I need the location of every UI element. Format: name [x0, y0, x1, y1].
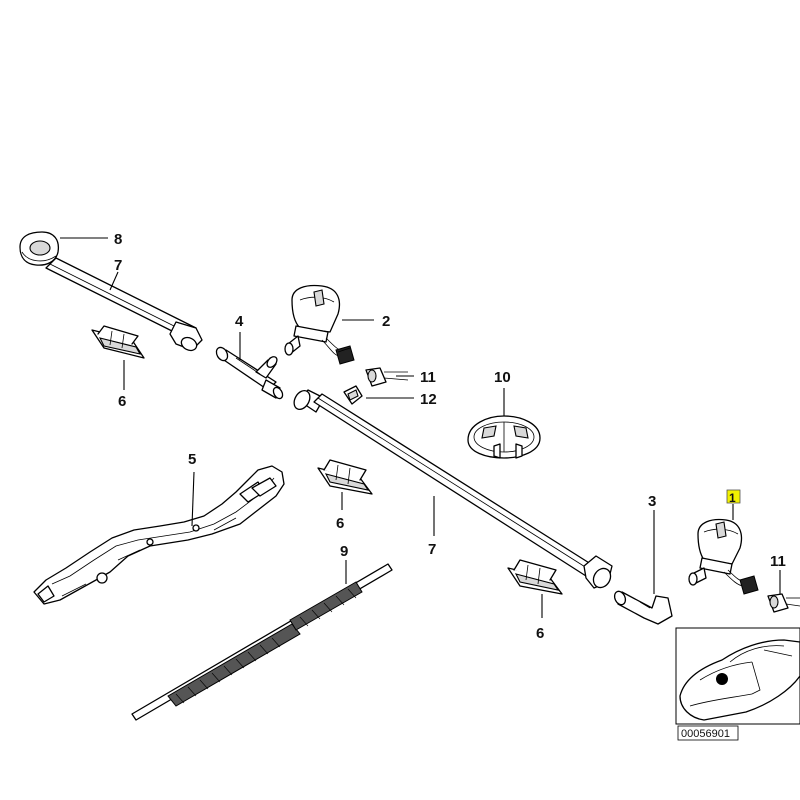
callout-9: 9: [340, 543, 348, 560]
part-1-washer-jet: [688, 518, 759, 595]
callout-6-middle: 6: [336, 515, 344, 532]
callout-12: 12: [420, 391, 437, 408]
callout-10: 10: [494, 369, 511, 386]
callout-6-upper: 6: [118, 393, 126, 410]
part-9-spring-cable: [131, 563, 393, 721]
part-4-t-connector: [215, 346, 284, 400]
callout-4: 4: [235, 313, 244, 330]
callout-11-lower: 11: [770, 553, 786, 570]
callout-2: 2: [382, 313, 390, 330]
highlight-marker: [726, 489, 741, 504]
car-location-inset: [675, 627, 800, 725]
part-7-tube-long: [293, 389, 613, 589]
part-11-connector-lower: [767, 593, 800, 613]
callout-11-upper: 11: [420, 369, 436, 386]
callout-1: 1: [729, 491, 736, 505]
callout-7-long: 7: [428, 541, 436, 558]
part-6-clip-middle: [317, 459, 373, 495]
part-11-connector-upper: [365, 367, 409, 387]
part-3-elbow: [613, 590, 673, 625]
callout-6-lower: 6: [536, 625, 544, 642]
callout-8: 8: [114, 231, 122, 248]
part-8-grommet: [19, 231, 60, 266]
callout-3: 3: [648, 493, 656, 510]
callout-7-upper: 7: [114, 257, 122, 274]
diagram-reference-number: 00056901: [681, 728, 730, 740]
part-5-bracket: [33, 465, 285, 605]
part-6-clip-lower: [507, 559, 563, 595]
part-12-clip: [343, 385, 363, 405]
part-2-washer-jet: [284, 284, 355, 365]
location-dot: [716, 673, 728, 685]
callout-5: 5: [188, 451, 196, 468]
part-7-tube-upper: [45, 257, 203, 352]
part-6-clip-upper: [91, 325, 145, 359]
part-10-cap: [467, 415, 541, 459]
